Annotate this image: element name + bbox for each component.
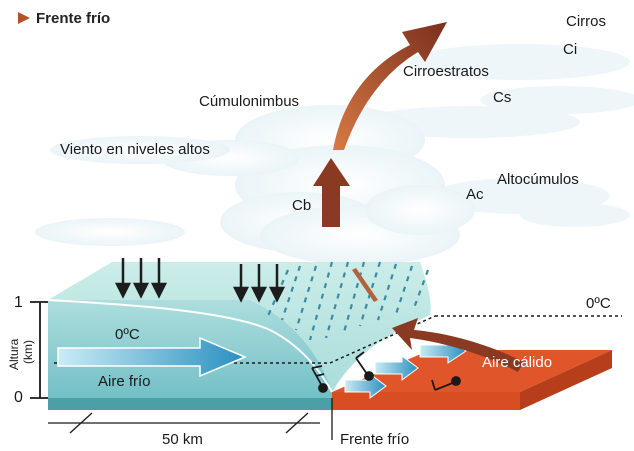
label-altocumulos: Altocúmulos	[497, 171, 579, 188]
axis-unit: (km)	[21, 340, 35, 364]
height-axis	[30, 301, 48, 399]
freezing-level-line-right	[329, 315, 436, 364]
label-cb: Cb	[292, 197, 312, 214]
label-warm-air: Aire cálido	[482, 354, 553, 371]
label-ci: Ci	[563, 41, 578, 58]
label-ac: Ac	[466, 186, 484, 203]
page-title: Frente frío	[36, 10, 111, 27]
warm-air-plate-side	[520, 350, 612, 410]
warm-air-plate-front	[332, 392, 520, 410]
title-marker-icon	[18, 12, 30, 24]
label-cold-air: Aire frío	[98, 373, 151, 390]
label-cs: Cs	[493, 89, 512, 106]
cold-air-top-face	[48, 262, 431, 392]
label-cirros: Cirros	[566, 13, 606, 30]
label-cumulonimbus: Cúmulonimbus	[199, 93, 300, 110]
label-freezing-right: 0ºC	[586, 295, 611, 312]
label-wind-high: Viento en niveles altos	[60, 141, 210, 158]
cb-updraft-arrow	[313, 158, 350, 227]
scale-bar	[48, 412, 320, 434]
label-cirroestratos: Cirroestratos	[403, 63, 489, 80]
wind-barbs	[311, 351, 461, 393]
warm-air-lifting-arrow	[392, 318, 524, 372]
cumulonimbus-cloud	[35, 105, 475, 265]
lifting-streak	[352, 268, 378, 302]
warm-air-plate-top	[332, 350, 612, 392]
label-front: Frente frío	[340, 431, 410, 448]
label-freezing-left: 0ºC	[115, 326, 140, 343]
sinking-air-arrows	[114, 258, 286, 303]
updraft-arrow	[333, 22, 447, 150]
cold-air-arrow	[57, 336, 247, 378]
cold-dome-boundary	[47, 299, 333, 393]
ground-plate-cold	[48, 398, 332, 410]
axis-tick-1: 1	[14, 294, 23, 311]
label-scale: 50 km	[162, 431, 203, 448]
axis-title: Altura	[7, 338, 21, 370]
axis-tick-0: 0	[14, 389, 23, 406]
